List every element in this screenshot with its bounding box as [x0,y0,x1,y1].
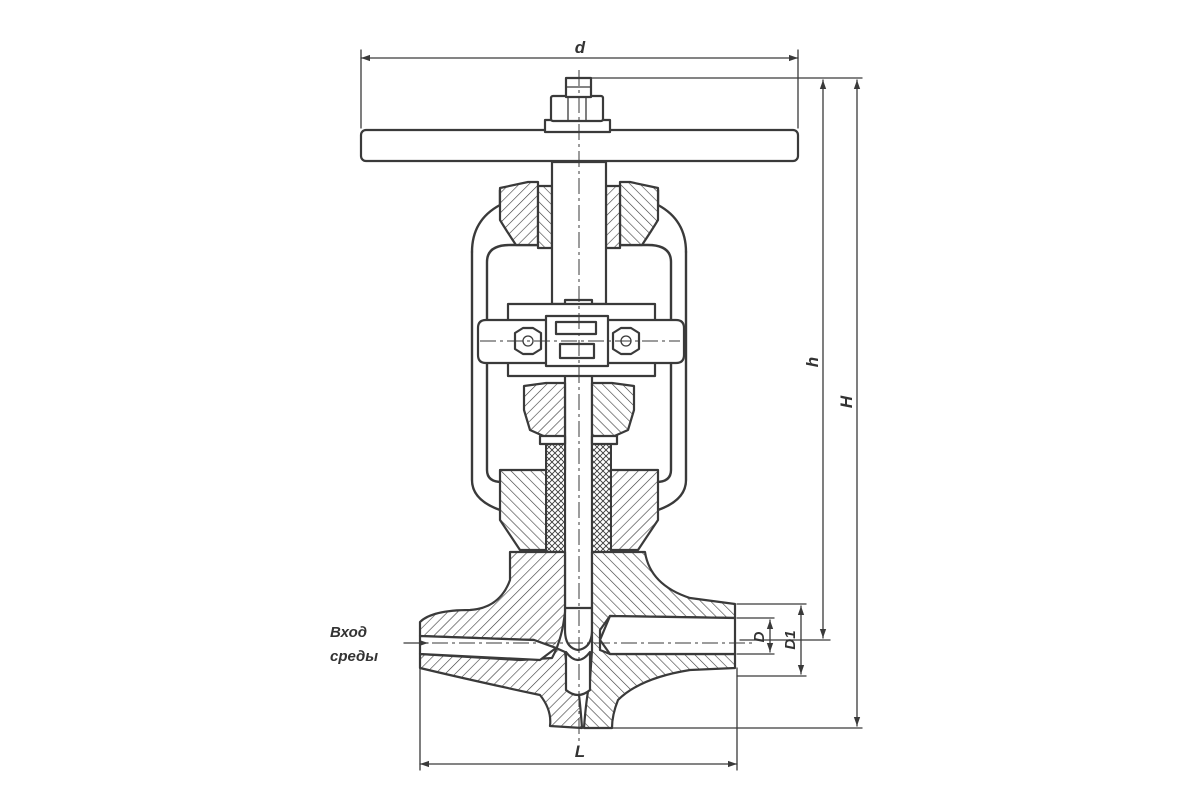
label-D: D [751,631,768,642]
packing-right [591,441,612,555]
valve-seat [564,650,592,697]
coupling-lower-jaw [558,342,596,360]
yoke [470,180,688,512]
bonnet [498,381,660,555]
stem-nut-left [536,184,554,250]
dimensions [360,49,863,771]
stem-coupling [476,302,686,378]
label-L: L [575,742,585,761]
label-d: d [575,38,586,57]
handwheel-nut [549,94,605,123]
inlet-bore [418,634,558,662]
center-lines [405,70,755,745]
body-right [582,550,737,730]
labels: d h H L D D1 Вход среды [330,38,856,761]
coupling-upper-jaw [554,320,598,336]
stem-nut-right [604,184,622,250]
yoke-top-boss-left [498,180,540,247]
outlet-bore [598,614,737,656]
packing-left [545,441,566,555]
label-h: h [803,357,822,367]
label-inlet-line2: среды [330,648,378,665]
valve-body [418,550,737,730]
yoke-top-boss-right [618,180,660,247]
bonnet-wall-right [608,468,660,552]
bonnet-wall-left [498,468,550,552]
label-D1: D1 [782,630,799,649]
label-H: H [837,395,856,408]
label-inlet-line1: Вход [330,624,367,641]
